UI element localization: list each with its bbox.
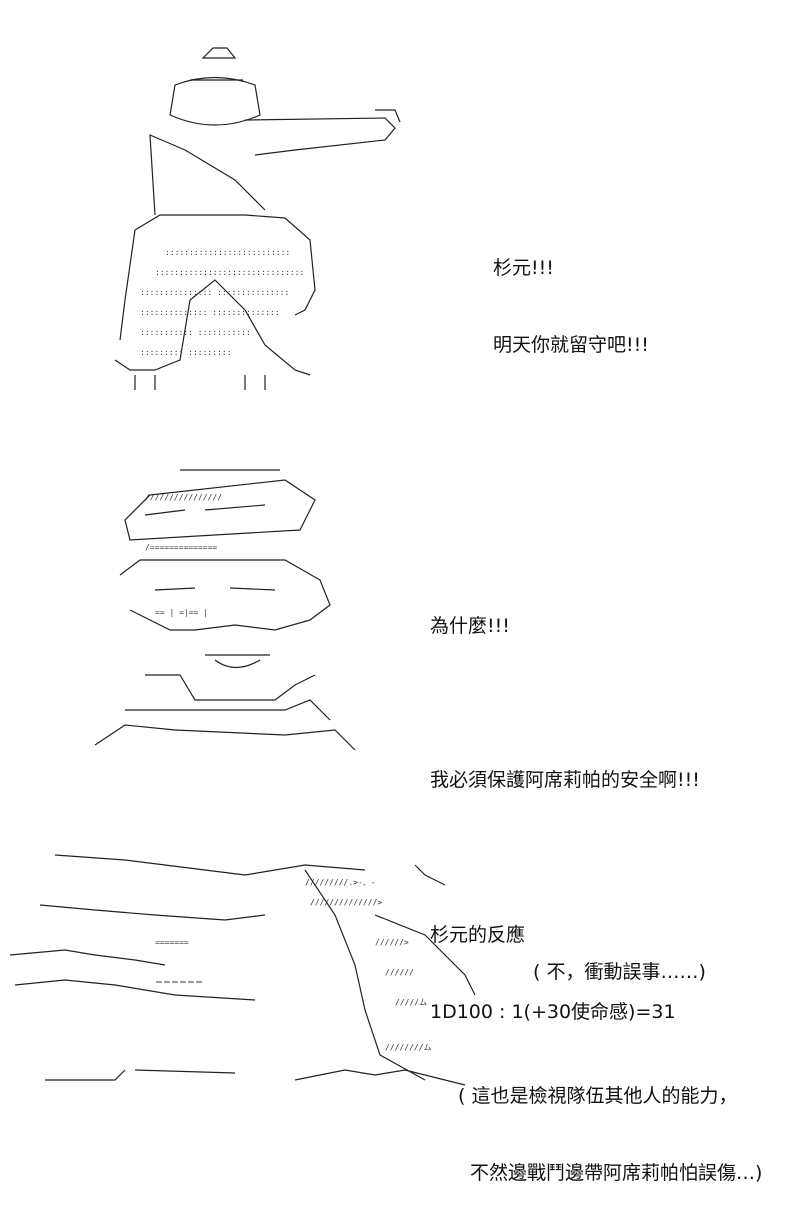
- svg-text:::::::::::::::::::::::::::: ::::::::::::::::::::::::::: [165, 248, 290, 257]
- dialogue-line: 我必須保護阿席莉帕的安全啊!!!: [430, 769, 700, 792]
- svg-text:/==============: /==============: [145, 543, 217, 552]
- svg-text:＝＝＝＝＝＝: ＝＝＝＝＝＝: [155, 978, 203, 987]
- spacer: [430, 691, 700, 717]
- panel3-ascii-art: /////////.>-、- //////////////> //////> /…: [5, 845, 485, 1105]
- svg-text://////: //////: [385, 968, 414, 977]
- reaction-title: 杉元的反應: [430, 923, 526, 946]
- svg-text://////>: //////>: [375, 938, 409, 947]
- panel2-ascii-art: //////////////// /============== == | =|…: [85, 460, 375, 760]
- svg-text:::::::::::: ::::::::::: ::::::::::: :::::::::::: [140, 328, 251, 337]
- panel3-figure: /////////.>-、- //////////////> //////> /…: [9, 854, 476, 1086]
- svg-text:////////////////: ////////////////: [145, 493, 222, 502]
- svg-text:::::::::: :::::::::: ::::::::: :::::::::: [140, 348, 232, 357]
- panel3-note: ( 這也是檢視隊伍其他人的能力， 不然邊戰鬥邊帶阿席莉帕怕誤傷…): [458, 1033, 762, 1212]
- svg-text:=======: =======: [155, 938, 189, 947]
- svg-text://////////////>: //////////////>: [310, 898, 382, 907]
- svg-text:== | =|== |: == | =|== |: [155, 608, 208, 617]
- dialogue-line: 明天你就留守吧!!!: [493, 334, 649, 357]
- svg-text::::::::::::::: :::::::::::: :::::::::::::: ::::::::::::::: [140, 308, 280, 317]
- note-line: 不然邊戰鬥邊帶阿席莉帕怕誤傷…): [470, 1162, 763, 1185]
- panel3-thought: ( 不，衝動誤事……): [533, 961, 706, 983]
- panel1-dialogue: 杉元!!! 明天你就留守吧!!!: [493, 205, 649, 384]
- dice-roll: 1D100 : 1(+30使命感)=31: [430, 1000, 676, 1023]
- note-line: ( 這也是檢視隊伍其他人的能力，: [458, 1085, 738, 1108]
- svg-text://///ム: /////ム: [395, 998, 427, 1007]
- dialogue-line: 杉元!!!: [493, 257, 554, 280]
- panel2-dialogue: 為什麼!!! 我必須保護阿席莉帕的安全啊!!! 杉元的反應 1D100 : 1(…: [430, 563, 700, 1051]
- svg-text:::::::::::::::::::::::::::::::: :::::::::::::::::::::::::::::::: [155, 268, 304, 277]
- panel1-figure: :::::::::::::::::::::::::: :::::::::::::…: [114, 47, 401, 390]
- svg-text:::::::::::::::: ::::::::::::: ::::::::::::::: :::::::::::::::: [140, 288, 289, 297]
- svg-text://///////.>-、-: /////////.>-、-: [305, 878, 376, 887]
- svg-text:////////ム: ////////ム: [385, 1043, 432, 1052]
- panel2-figure: //////////////// /============== == | =|…: [94, 469, 356, 751]
- dialogue-line: 為什麼!!!: [430, 615, 510, 638]
- panel1-ascii-art: :::::::::::::::::::::::::: :::::::::::::…: [95, 40, 415, 400]
